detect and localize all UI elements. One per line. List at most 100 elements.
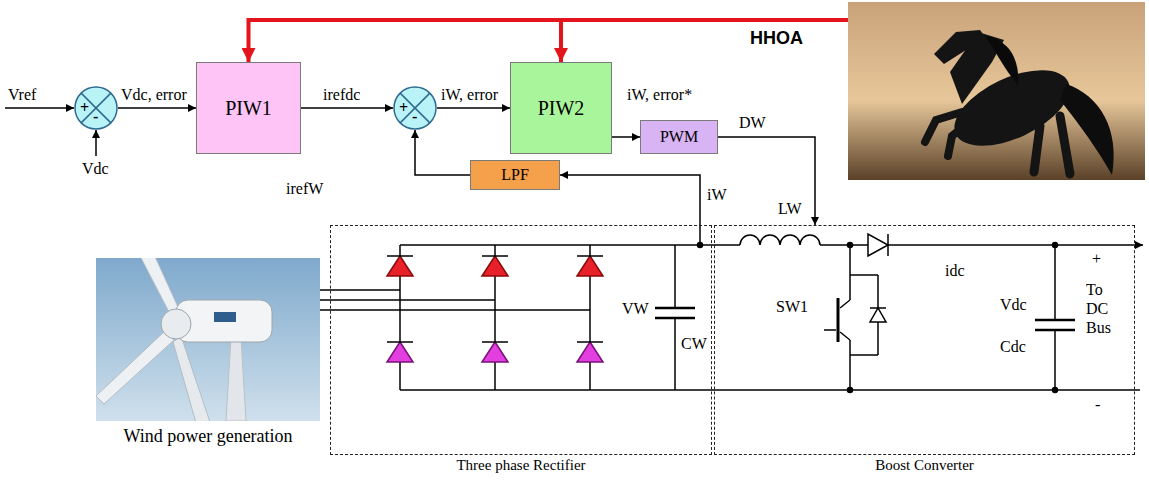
signal-label: LW: [778, 200, 802, 218]
rectifier-circuit: [482, 255, 508, 257]
block-label: PIW1: [225, 97, 272, 119]
signal-label: DW: [738, 114, 767, 132]
summing-junction: +-: [393, 86, 437, 130]
lpf-box: LPF: [470, 160, 560, 190]
pi-controller-box: PIW1: [196, 62, 301, 154]
boost-circuit: [1054, 330, 1056, 390]
boost-circuit: [837, 298, 840, 342]
signal-connector: [301, 107, 393, 109]
signal-label: iW, error*: [626, 86, 693, 104]
boost-circuit: [1054, 245, 1056, 320]
turbine-picture: [173, 336, 212, 421]
signal-connector: [437, 107, 510, 109]
signal-label: SW1: [776, 298, 808, 316]
rectifier-circuit: [674, 245, 676, 308]
rectifier-circuit: [387, 256, 413, 276]
optimizer-arrow: [249, 20, 849, 62]
signal-label: -: [1095, 396, 1100, 414]
boost-circuit: [840, 332, 850, 340]
block-label: PWM: [660, 128, 698, 146]
boost-circuit: [714, 389, 1140, 391]
signal-connector: [320, 290, 330, 310]
rectifier-circuit: [577, 341, 603, 343]
rectifier-region: Three phase Rectifier: [330, 225, 712, 455]
signal-label: To DC Bus: [1086, 280, 1116, 337]
sign-text: +: [399, 100, 408, 116]
boost-circuit: [714, 244, 740, 246]
signal-label: irefdc: [322, 86, 361, 104]
boost-circuit: [824, 329, 836, 331]
junction-circle: [394, 87, 436, 129]
turbine-picture: [226, 338, 246, 421]
rectifier-circuit: [330, 299, 495, 301]
optimizer-arrow: [561, 20, 848, 62]
signal-label: Vdc: [82, 160, 109, 178]
signal-label: Cdc: [1000, 338, 1026, 356]
horse-picture: [1060, 116, 1070, 174]
turbine-picture: [161, 309, 191, 339]
rectifier-circuit: [698, 243, 703, 248]
signal-label: iW: [706, 186, 728, 204]
boost-circuit: [850, 274, 878, 276]
turbine-picture: [96, 258, 320, 421]
boost-circuit: [820, 244, 868, 246]
boost-circuit: [870, 307, 886, 309]
rectifier-circuit: [387, 341, 413, 343]
rectifier-circuit: [387, 255, 413, 257]
signal-connector: [560, 175, 700, 225]
horse-picture: [848, 2, 1145, 180]
signal-connector: [415, 130, 470, 175]
signal-label: idc: [945, 262, 965, 280]
pi-controller-box: PIW2: [510, 62, 612, 154]
signal-label: Vdc: [1000, 296, 1027, 314]
turbine-picture: [214, 312, 236, 322]
boost-circuit: [740, 235, 820, 245]
picture-caption: Wind power generation: [46, 427, 370, 447]
boost-converter-region: Boost Converter: [714, 225, 1135, 455]
hhoa-picture: HHOA: [848, 2, 1145, 180]
turbine-picture: [96, 258, 320, 421]
rectifier-circuit: [482, 341, 508, 343]
algorithm-name: HHOA: [750, 29, 803, 49]
boost-circuit: [849, 245, 851, 300]
sign-text: -: [93, 109, 98, 125]
boost-circuit: [714, 234, 1143, 393]
block-label: PIW2: [538, 97, 585, 119]
boost-circuit: [877, 275, 879, 308]
boost-circuit: [850, 354, 878, 356]
rectifier-circuit: [400, 389, 712, 391]
boost-circuit: [870, 308, 886, 322]
boost-circuit: [849, 340, 851, 390]
signal-wire: [95, 130, 97, 156]
signal-wire: [5, 107, 74, 109]
rectifier-circuit: [577, 255, 603, 257]
horse-picture: [934, 30, 990, 64]
rectifier-circuit: [330, 309, 590, 311]
rectifier-circuit: [655, 307, 695, 310]
horse-picture: [1034, 126, 1040, 172]
signal-label: iW, error: [440, 86, 499, 104]
boost-circuit: [848, 388, 853, 393]
sign-text: +: [80, 100, 89, 116]
region-title: Boost Converter: [715, 457, 1134, 474]
signal-label: CW: [681, 335, 707, 353]
boost-circuit: [1053, 388, 1058, 393]
rectifier-circuit: [577, 256, 603, 276]
summing-junction: +-: [74, 86, 118, 130]
horse-picture: [948, 120, 972, 156]
boost-circuit: [888, 244, 1143, 246]
rectifier-circuit: [400, 244, 712, 246]
horse-picture: [848, 2, 1145, 180]
boost-circuit: [1035, 319, 1075, 322]
signal-label: Vdc, error: [120, 86, 188, 104]
block-label: LPF: [501, 166, 529, 184]
horse-picture: [1060, 84, 1114, 175]
rectifier-circuit: [387, 342, 413, 362]
signal-label: irefW: [286, 180, 323, 198]
rectifier-circuit: [577, 342, 603, 362]
signal-connector: [118, 107, 196, 109]
signal-connector: [612, 136, 640, 138]
pwm-box: PWM: [640, 120, 718, 154]
wind-turbine-picture: Wind power generation: [96, 258, 320, 421]
